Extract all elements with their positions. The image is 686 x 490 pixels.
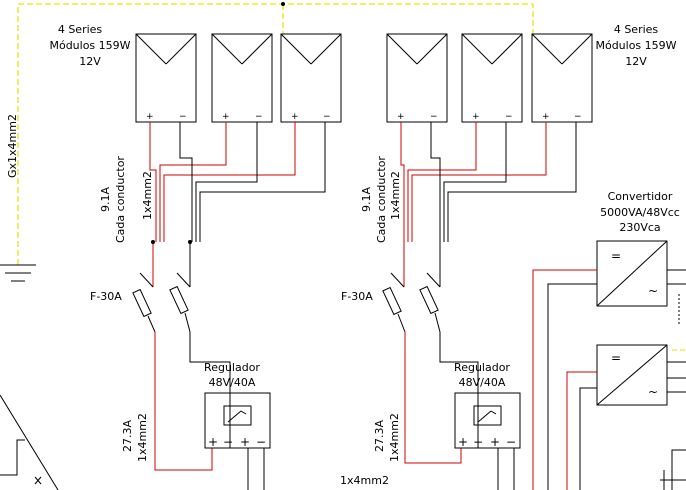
svg-text:−: − xyxy=(430,112,438,122)
left-regulator-terminals: + − + − xyxy=(208,435,266,449)
converter-box xyxy=(596,240,668,307)
svg-text:−: − xyxy=(506,435,516,449)
right-current-note: Cada conductor xyxy=(375,156,388,243)
converter-2-ac-symbol: ~ xyxy=(648,385,658,399)
svg-text:+: + xyxy=(291,112,299,122)
right-positive-wiring xyxy=(400,122,547,287)
converter-voltage: 230Vca xyxy=(619,221,660,234)
junction-dot xyxy=(151,240,155,244)
right-regulator-outputs xyxy=(497,448,515,490)
right-out-cable: 1x4mm2 xyxy=(388,413,401,462)
panel-terminals: + − + − + − + − + − + − xyxy=(146,112,582,122)
svg-text:−: − xyxy=(255,112,263,122)
svg-text:−: − xyxy=(574,112,582,122)
array-right-modules: Módulos 159W xyxy=(595,39,676,52)
right-out-current: 27.3A xyxy=(373,420,386,452)
left-regulator-feed xyxy=(154,332,231,471)
right-current-label: 9.1A xyxy=(360,187,373,212)
array-right-series: 4 Series xyxy=(614,23,659,36)
array-left-modules: Módulos 159W xyxy=(49,39,130,52)
ground-junction xyxy=(281,2,285,6)
svg-text:+: + xyxy=(208,435,218,449)
bottom-cable-label: 1x4mm2 xyxy=(340,474,389,487)
svg-text:−: − xyxy=(505,112,513,122)
converter-dc-symbol: = xyxy=(611,249,621,263)
solar-panel xyxy=(531,33,593,123)
right-regulator xyxy=(454,392,521,449)
ground-wiring xyxy=(17,3,534,265)
svg-text:+: + xyxy=(458,435,468,449)
solar-panel xyxy=(386,33,448,123)
svg-text:−: − xyxy=(223,435,233,449)
svg-text:+: + xyxy=(472,112,480,122)
converter-feeds xyxy=(532,269,686,490)
right-regulator-rating: 48V/40A xyxy=(459,376,506,389)
solar-panel xyxy=(280,33,342,123)
ground-symbol xyxy=(0,264,36,282)
left-out-cable: 1x4mm2 xyxy=(136,413,149,462)
left-current-label: 9.1A xyxy=(99,187,112,212)
left-regulator-outputs xyxy=(247,448,265,490)
svg-text:+: + xyxy=(222,112,230,122)
left-fuse-switch xyxy=(132,272,191,333)
left-fuse-label: F-30A xyxy=(90,290,122,303)
converter-ac-symbol: ~ xyxy=(648,284,658,298)
right-negative-wiring xyxy=(430,122,577,287)
solar-panel xyxy=(461,33,523,123)
right-regulator-feed xyxy=(404,332,479,464)
converter-rating: 5000VA/48Vcc xyxy=(600,206,680,219)
battery-fragment xyxy=(0,394,59,490)
svg-text:−: − xyxy=(256,435,266,449)
svg-text:−: − xyxy=(323,112,331,122)
right-regulator-terminals: + − + − xyxy=(458,435,516,449)
left-regulator xyxy=(204,392,271,449)
right-fuse-switch xyxy=(382,272,441,333)
svg-text:+: + xyxy=(490,435,500,449)
svg-text:+: + xyxy=(146,112,154,122)
right-cable-label: 1x4mm2 xyxy=(389,171,402,220)
converter-title: Convertidor xyxy=(608,190,673,203)
svg-text:+: + xyxy=(397,112,405,122)
converter-box-2 xyxy=(596,344,668,406)
right-fuse-label: F-30A xyxy=(341,290,373,303)
left-negative-wiring xyxy=(179,122,326,287)
svg-text:−: − xyxy=(473,435,483,449)
left-current-note: Cada conductor xyxy=(114,156,127,243)
array-right-voltage: 12V xyxy=(625,55,647,68)
left-out-current: 27.3A xyxy=(121,420,134,452)
svg-text:−: − xyxy=(179,112,187,122)
svg-text:+: + xyxy=(542,112,550,122)
array-left-series: 4 Series xyxy=(58,23,103,36)
ground-cable-label: Gx1x4mm2 xyxy=(6,114,19,178)
solar-panel xyxy=(211,33,273,123)
left-regulator-rating: 48V/40A xyxy=(209,376,256,389)
junction-dot xyxy=(188,240,192,244)
left-cable-label: 1x4mm2 xyxy=(141,171,154,220)
array-left-voltage: 12V xyxy=(79,55,101,68)
converter-2-dc-symbol: = xyxy=(611,351,621,365)
left-positive-wiring xyxy=(149,122,296,287)
svg-text:+: + xyxy=(240,435,250,449)
solar-panel xyxy=(135,33,197,123)
right-regulator-title: Regulador xyxy=(454,361,510,374)
left-regulator-title: Regulador xyxy=(204,361,260,374)
